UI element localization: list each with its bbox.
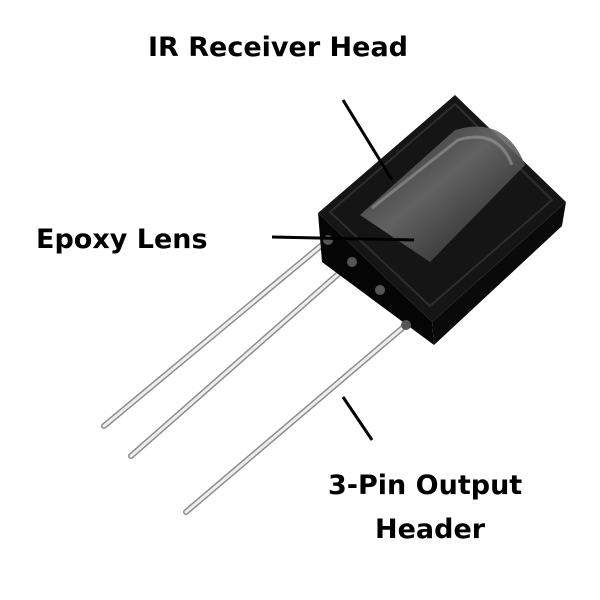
label-epoxy-lens: Epoxy Lens [36,224,208,255]
epoxy-lens [360,126,525,263]
lens-leader-line [271,235,415,242]
label-3-pin-output: 3-Pin Output [328,470,523,501]
label-ir-receiver-head: IR Receiver Head [148,32,408,63]
head-leader-line [341,99,394,181]
pins-leader-line [341,396,374,441]
pins [101,237,409,515]
label-header: Header [375,514,486,545]
